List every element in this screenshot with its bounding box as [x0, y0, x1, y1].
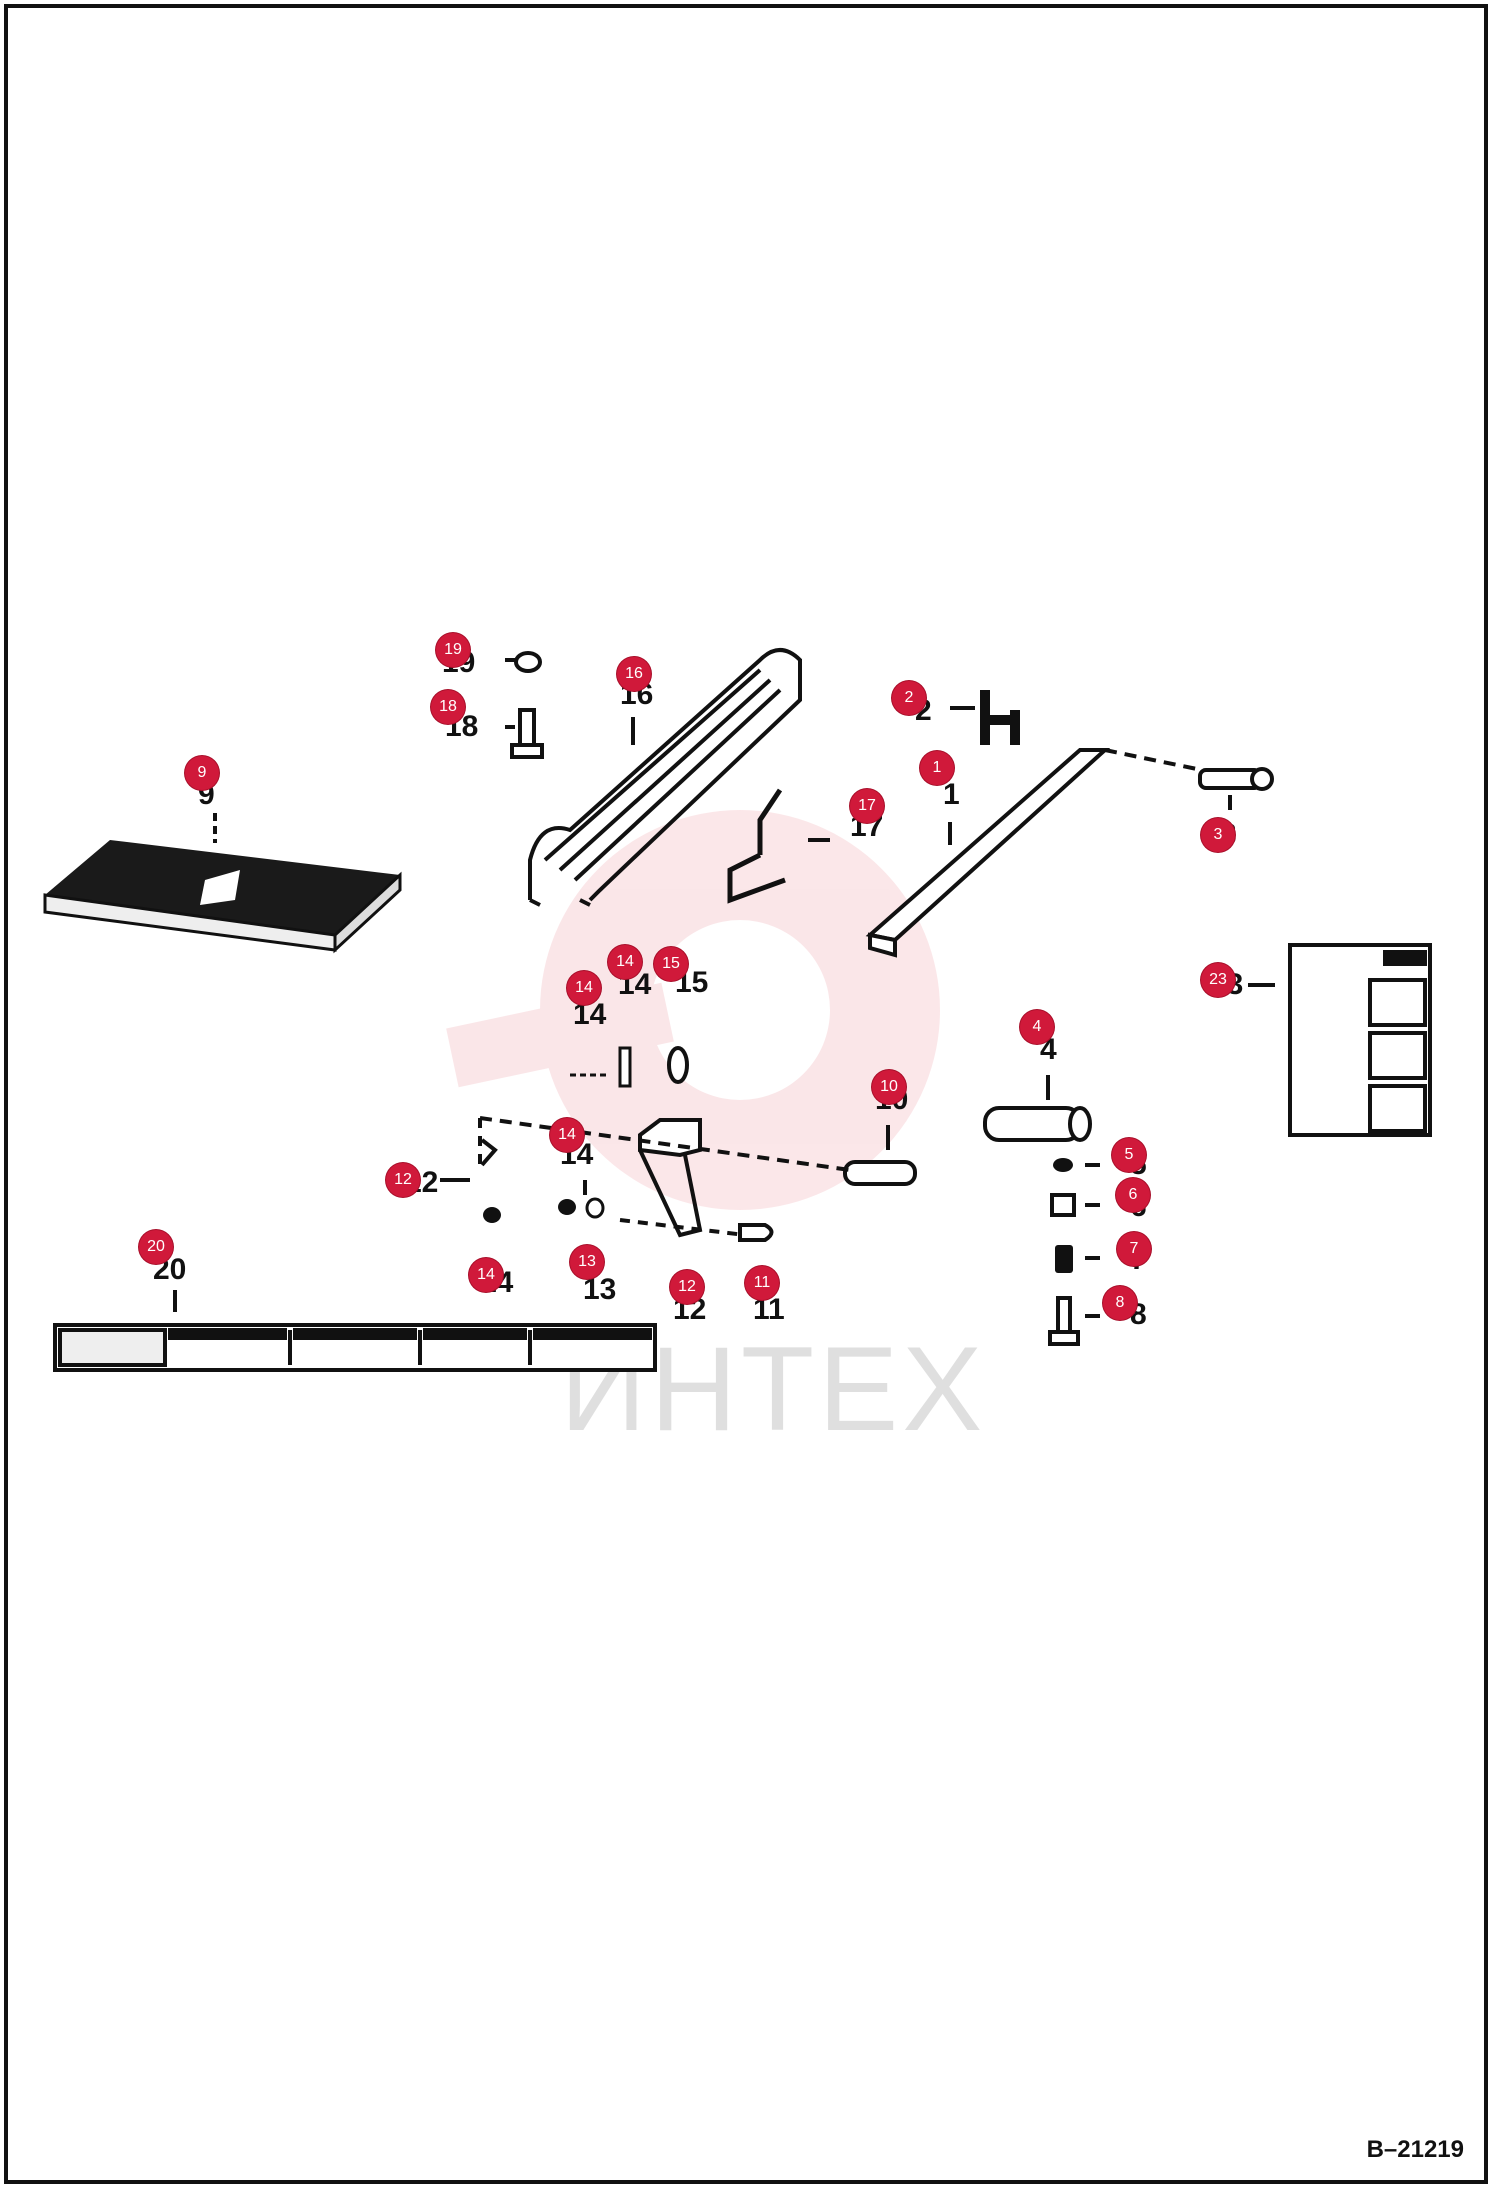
bolt-8[interactable] [1048, 1296, 1080, 1346]
warning-decal[interactable] [53, 1323, 657, 1372]
bolt-20[interactable] [510, 708, 544, 759]
washer-5[interactable] [1053, 1158, 1073, 1172]
callout-2[interactable]: 2 [892, 681, 926, 715]
callout-22[interactable]: 20 [139, 1230, 173, 1264]
instructions-decal[interactable] [1288, 943, 1432, 1137]
callout-19[interactable]: 17 [850, 789, 884, 823]
part-number-1: 1 [943, 778, 960, 811]
callout-12-right[interactable]: 12 [670, 1270, 704, 1304]
sleeve[interactable] [983, 1106, 1092, 1142]
callout-10[interactable]: 10 [872, 1070, 906, 1104]
callout-17[interactable]: 15 [654, 947, 688, 981]
callout-23[interactable]: 23 [1201, 963, 1235, 997]
callout-7[interactable]: 7 [1117, 1232, 1151, 1266]
mount-bracket[interactable] [478, 1116, 851, 1238]
bracket[interactable] [980, 690, 1020, 745]
callout-16[interactable]: 14 [608, 945, 642, 979]
callout-1[interactable]: 1 [920, 751, 954, 785]
callout-5[interactable]: 5 [1112, 1138, 1146, 1172]
floor-mat[interactable] [43, 840, 402, 954]
callout-12-left[interactable]: 12 [386, 1163, 420, 1197]
callout-11[interactable]: 11 [745, 1266, 779, 1300]
watermark-logo [446, 810, 940, 1210]
washer-13[interactable] [585, 1197, 605, 1219]
figure-code: B–21219 [1366, 2136, 1464, 2163]
callout-14-lower[interactable]: 14 [469, 1258, 503, 1292]
leader-lines [173, 658, 1275, 1318]
pin[interactable] [1198, 767, 1274, 791]
guard-cover[interactable] [528, 648, 802, 907]
callout-4[interactable]: 4 [1020, 1010, 1054, 1044]
bracket-12[interactable] [480, 1138, 498, 1167]
nut-21[interactable] [514, 651, 542, 673]
part-number-13: 13 [583, 1273, 617, 1306]
diagram-frame [4, 4, 1488, 2184]
callout-9[interactable]: 9 [185, 756, 219, 790]
part-number-15: 14 [573, 998, 607, 1031]
spacer-6[interactable] [1050, 1193, 1076, 1217]
nut-14[interactable] [483, 1199, 576, 1223]
callout-13[interactable]: 13 [570, 1245, 604, 1279]
callout-20[interactable]: 18 [431, 690, 465, 724]
callout-14-upper[interactable]: 14 [550, 1118, 584, 1152]
clip-11[interactable] [738, 1223, 774, 1242]
hook-bracket[interactable] [727, 788, 786, 904]
callout-3[interactable]: 3 [1201, 818, 1235, 852]
pivot-pin[interactable] [843, 1160, 917, 1186]
clip-17[interactable] [667, 1046, 689, 1084]
callout-6[interactable]: 6 [1116, 1178, 1150, 1212]
callout-15[interactable]: 14 [567, 971, 601, 1005]
callout-18[interactable]: 16 [617, 657, 651, 691]
callout-8[interactable]: 8 [1103, 1286, 1137, 1320]
callout-21[interactable]: 19 [436, 633, 470, 667]
spring-7[interactable] [1055, 1245, 1073, 1273]
bolt-16[interactable] [618, 1046, 632, 1088]
